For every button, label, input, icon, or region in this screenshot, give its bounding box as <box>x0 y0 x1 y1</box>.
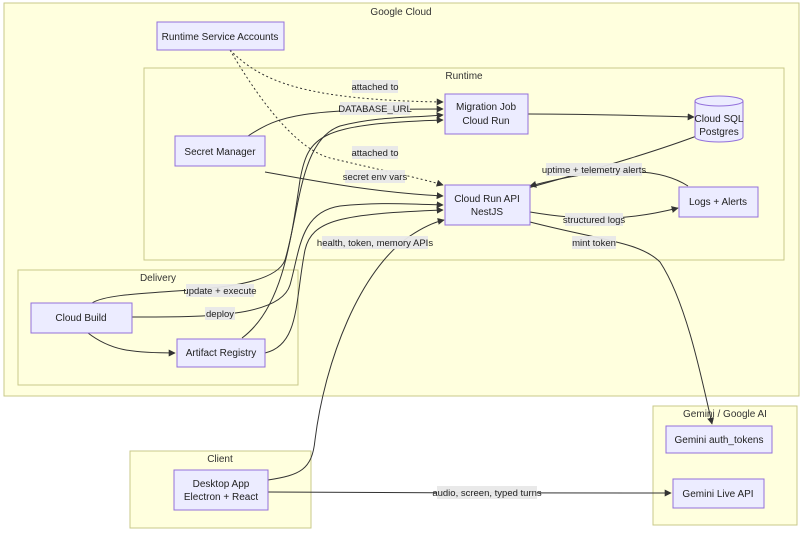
node-label: Cloud Run API <box>454 194 520 205</box>
svg-text:update + execute: update + execute <box>183 286 256 297</box>
edge-label-update-execute: update + execute <box>183 284 257 297</box>
node-label: NestJS <box>471 207 504 218</box>
node-artifact-registry[interactable]: Artifact Registry <box>176 338 266 368</box>
node-label: Cloud Run <box>462 116 509 127</box>
edge-build-migration <box>91 112 444 304</box>
node-label: Postgres <box>699 127 738 138</box>
edge-label-mint-token: mint token <box>572 236 616 249</box>
node-label: Runtime Service Accounts <box>162 32 279 43</box>
svg-text:health, token, memory APIs: health, token, memory APIs <box>317 238 433 249</box>
edge-label-deploy: deploy <box>205 307 235 320</box>
node-desktop-app[interactable]: Desktop App Electron + React <box>173 469 269 511</box>
svg-text:mint token: mint token <box>572 238 616 249</box>
edge-label-secret-env: secret env vars <box>343 170 408 183</box>
cluster-title-google-cloud: Google Cloud <box>370 7 431 18</box>
node-label: Logs + Alerts <box>689 197 747 208</box>
cluster-title-client: Client <box>207 454 233 465</box>
node-cloud-run-api[interactable]: Cloud Run API NestJS <box>444 184 531 226</box>
node-label: Cloud SQL <box>695 114 744 125</box>
node-label: Desktop App <box>193 479 250 490</box>
edge-label-attached-to-1: attached to <box>351 80 399 93</box>
svg-text:DATABASE_URL: DATABASE_URL <box>338 104 412 115</box>
svg-text:structured logs: structured logs <box>563 215 626 226</box>
edge-desktop-api <box>267 217 445 481</box>
svg-text:attached to: attached to <box>351 82 398 93</box>
node-logs-alerts[interactable]: Logs + Alerts <box>678 186 759 218</box>
edge-label-database-url: DATABASE_URL <box>338 102 412 115</box>
edge-labels: attached to DATABASE_URL attached to upt… <box>183 80 646 499</box>
edge-label-uptime-alerts: uptime + telemetry alerts <box>542 163 647 176</box>
cluster-title-gemini: Gemini / Google AI <box>683 409 767 420</box>
edge-artifact-api <box>264 206 444 354</box>
edge-label-attached-to-2: attached to <box>351 146 399 159</box>
node-runtime-service-accounts[interactable]: Runtime Service Accounts <box>156 21 285 51</box>
node-migration-job[interactable]: Migration Job Cloud Run <box>444 93 529 135</box>
edge-label-structured-logs: structured logs <box>563 213 626 226</box>
node-label: Electron + React <box>184 492 258 503</box>
edge-artifact-migration <box>241 116 444 339</box>
svg-text:secret env vars: secret env vars <box>343 172 408 183</box>
edge-label-health-apis: health, token, memory APIs <box>317 236 433 249</box>
edge-rsa-migration <box>229 49 444 106</box>
node-gemini-live-api[interactable]: Gemini Live API <box>672 478 765 509</box>
node-secret-manager[interactable]: Secret Manager <box>174 135 266 167</box>
svg-text:uptime + telemetry alerts: uptime + telemetry alerts <box>542 165 647 176</box>
node-label: Gemini Live API <box>682 489 753 500</box>
node-label: Artifact Registry <box>186 348 257 359</box>
node-label: Secret Manager <box>184 147 256 158</box>
svg-text:attached to: attached to <box>351 148 398 159</box>
svg-text:audio, screen, typed turns: audio, screen, typed turns <box>432 488 542 499</box>
node-cloud-sql[interactable]: Cloud SQL Postgres <box>694 95 744 143</box>
edge-rsa-api <box>229 49 444 187</box>
node-label: Gemini auth_tokens <box>675 435 764 446</box>
edge-migration-sql <box>527 113 695 121</box>
node-gemini-auth-tokens[interactable]: Gemini auth_tokens <box>665 425 773 454</box>
edge-secret-api <box>264 171 444 200</box>
edge-build-artifact <box>87 332 176 357</box>
cluster-title-runtime: Runtime <box>445 71 483 82</box>
node-label: Cloud Build <box>55 313 106 324</box>
edge-label-audio-screen: audio, screen, typed turns <box>432 486 542 499</box>
svg-text:deploy: deploy <box>206 309 234 320</box>
node-label: Migration Job <box>456 102 516 113</box>
edge-api-gemini-auth <box>529 221 715 425</box>
node-cloud-build[interactable]: Cloud Build <box>30 302 133 334</box>
cluster-title-delivery: Delivery <box>140 273 176 284</box>
